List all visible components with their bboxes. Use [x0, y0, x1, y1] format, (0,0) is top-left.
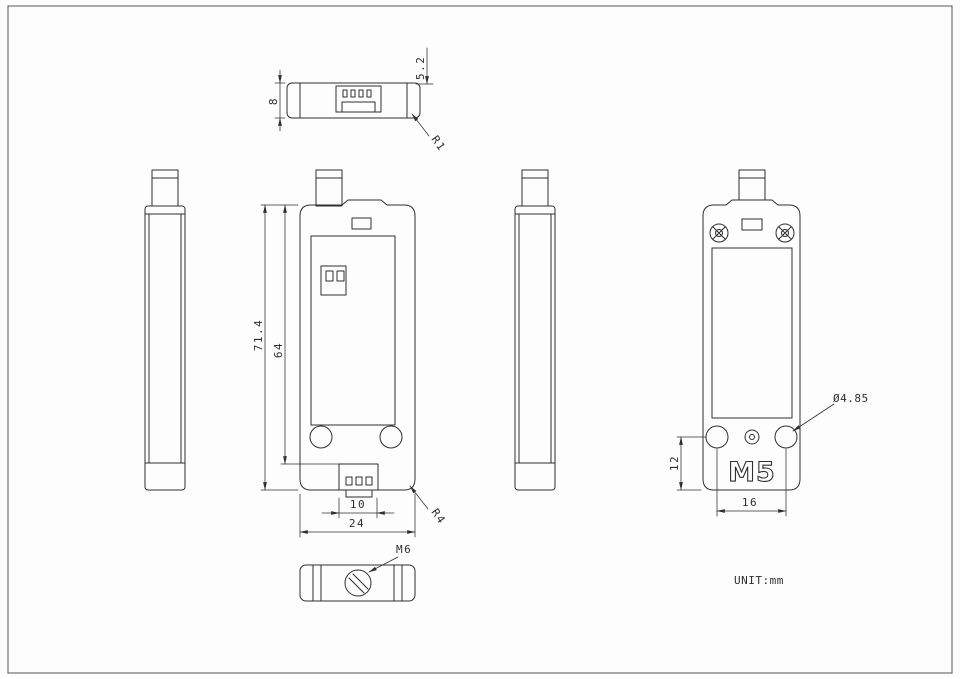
side-view-middle — [514, 169, 556, 491]
back-hole-right — [774, 425, 798, 449]
dim-label-top-thickness: 8 — [267, 97, 280, 105]
sensor-component — [320, 265, 347, 296]
back-center-hole — [744, 429, 760, 445]
antenna-stub — [315, 169, 343, 207]
dim-label-front-total-height: 71.4 — [252, 319, 265, 352]
top-slot — [351, 217, 372, 230]
dim-label-back-hole-spacing: 16 — [742, 496, 758, 509]
dim-label-top-corner-radius: R1 — [429, 133, 449, 154]
m5-logo: M5 — [728, 457, 776, 488]
back-outline — [702, 199, 801, 491]
screw-top-left — [709, 223, 729, 243]
grove-port-top — [335, 85, 382, 113]
mount-hole-right — [379, 425, 403, 449]
side-view-left — [144, 169, 186, 491]
dim-back-hole-spacing: 16 — [716, 448, 787, 517]
back-hole-left — [705, 425, 729, 449]
dim-bottom-thread: M6 — [368, 543, 412, 573]
dim-top-connector-height: 5.2 — [414, 47, 434, 85]
dim-front-width: 24 — [299, 493, 416, 538]
front-view — [299, 169, 416, 498]
mount-hole-left — [309, 425, 333, 449]
dim-back-hole-offset: 12 — [668, 436, 707, 491]
dim-label-top-connector-height: 5.2 — [414, 56, 427, 80]
label-recess — [711, 247, 793, 419]
back-top-slot — [741, 218, 763, 231]
screw-top-right — [775, 223, 795, 243]
dim-label-bottom-thread: M6 — [396, 543, 412, 556]
bottom-view — [299, 564, 416, 602]
dim-front-body-height: 64 — [272, 204, 340, 465]
sheet-border — [7, 5, 953, 674]
dim-label-front-port-width: 10 — [350, 498, 366, 511]
dim-front-total-height: 71.4 — [252, 204, 299, 491]
front-outline — [299, 199, 416, 491]
display-window — [310, 235, 396, 426]
back-view: M5 — [702, 169, 801, 491]
dim-label-front-width: 24 — [349, 517, 365, 530]
dim-front-port-width: 10 — [321, 497, 395, 519]
antenna-stub-back — [738, 169, 766, 201]
unit-note: UNIT:mm — [734, 574, 784, 587]
dim-back-hole-diameter: Ø4.85 — [792, 392, 869, 432]
dim-label-back-hole-diameter: Ø4.85 — [833, 392, 869, 405]
m6-screw — [344, 569, 372, 597]
grove-port-front — [338, 463, 379, 498]
dim-top-corner-radius: R1 — [411, 113, 449, 154]
dim-label-front-body-height: 64 — [272, 342, 285, 358]
dim-front-corner-radius: R4 — [409, 485, 449, 527]
dim-label-back-hole-offset: 12 — [668, 455, 681, 471]
dim-label-front-corner-radius: R4 — [429, 506, 449, 527]
dim-top-thickness: 8 — [267, 69, 286, 132]
top-view — [286, 82, 421, 119]
